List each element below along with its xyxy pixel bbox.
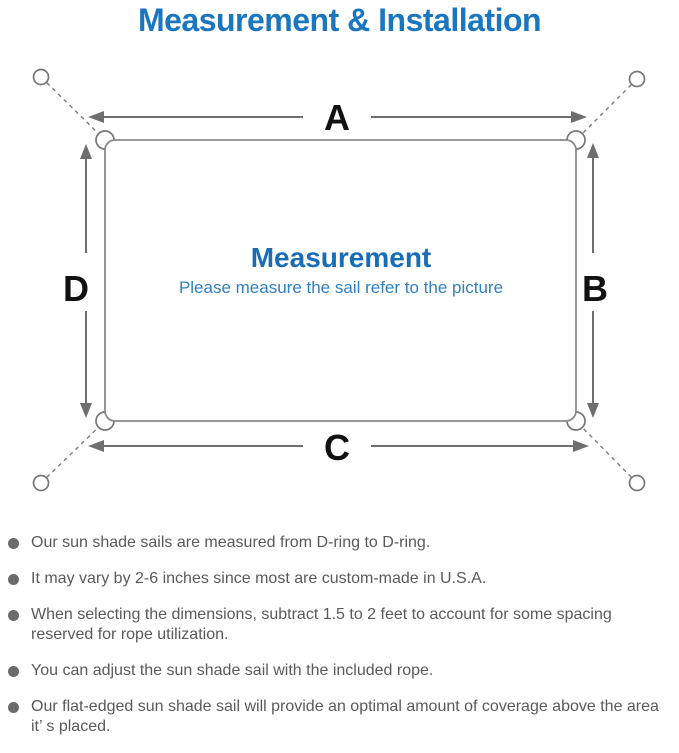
note-text: When selecting the dimensions, subtract … [31,606,612,643]
arrow-d-down-head [80,403,92,418]
rope-line-top-right [575,78,638,141]
note-item: You can adjust the sun shade sail with t… [8,661,672,681]
dimension-label-c: C [324,427,350,468]
note-item: When selecting the dimensions, subtract … [8,605,672,645]
note-text: Our sun shade sails are measured from D-… [31,534,431,551]
dimension-label-a: A [324,97,350,138]
bullet-icon [8,537,19,549]
anchor-ring-bottom-left [32,474,50,492]
bullet-icon [8,573,19,585]
note-text: It may vary by 2-6 inches since most are… [31,570,487,587]
anchor-ring-top-right [628,70,646,88]
notes-list: Our sun shade sails are measured from D-… [8,533,672,753]
arrow-b-up-head [587,143,599,158]
arrow-c-right-head [573,440,589,452]
page-title: Measurement & Installation [137,2,542,38]
rope-line-bottom-right [575,420,638,484]
anchor-ring-bottom-right [628,474,646,492]
measurement-diagram: A C D B Measurement Please measure the s… [32,68,646,492]
note-text: Our flat-edged sun shade sail will provi… [31,698,659,735]
dimension-label-b: B [582,268,608,309]
note-text: You can adjust the sun shade sail with t… [31,662,434,679]
diagram-center-subtitle: Please measure the sail refer to the pic… [179,278,503,297]
bullet-icon [8,701,19,713]
arrow-c-left-head [88,440,104,452]
arrow-a-left-head [88,111,104,123]
note-item: It may vary by 2-6 inches since most are… [8,569,672,589]
bullet-icon [8,609,19,621]
rope-line-bottom-left [40,420,106,484]
anchor-ring-top-left [32,68,50,86]
note-item: Our sun shade sails are measured from D-… [8,533,672,553]
note-item: Our flat-edged sun shade sail will provi… [8,697,672,737]
arrow-a-right-head [571,111,587,123]
bullet-icon [8,665,19,677]
arrow-b-down-head [587,403,599,418]
arrow-d-up-head [80,144,92,159]
sail-outline [104,139,577,422]
dimension-label-d: D [63,268,89,309]
rope-line-top-left [40,76,106,141]
diagram-center-title: Measurement [251,242,432,273]
